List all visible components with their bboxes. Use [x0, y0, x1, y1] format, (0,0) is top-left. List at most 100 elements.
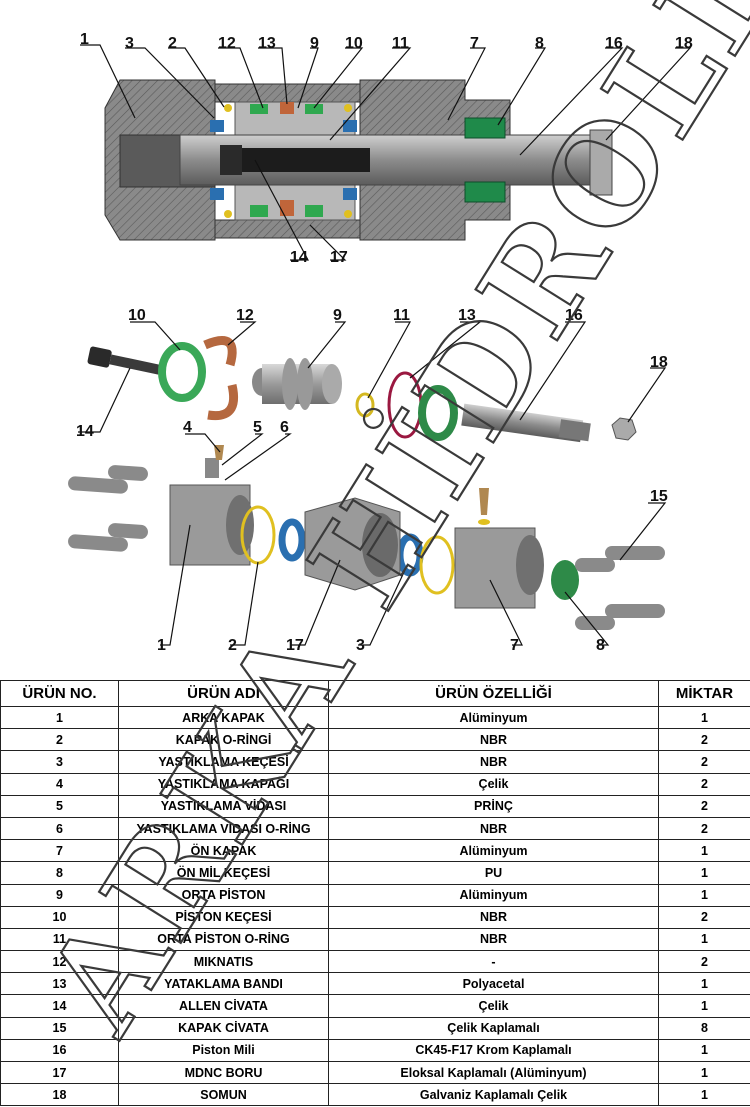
cell-quantity: 2 [658, 905, 750, 929]
cell-product-name: ARKA KAPAK [118, 705, 329, 730]
callout-1: 1 [157, 637, 166, 654]
callout-8: 8 [596, 637, 605, 654]
cell-product-spec: Çelik [328, 772, 659, 796]
section-view [104, 79, 613, 241]
callout-10: 10 [128, 307, 146, 324]
callout-6: 6 [280, 419, 289, 436]
cell-quantity: 1 [658, 839, 750, 863]
cell-product-spec: Alüminyum [328, 839, 659, 863]
header-product-name: ÜRÜN ADI [118, 680, 329, 707]
table-header-row: ÜRÜN NO. ÜRÜN ADI ÜRÜN ÖZELLİĞİ MİKTAR [0, 680, 750, 707]
callout-14: 14 [76, 423, 94, 440]
cell-product-no: 3 [0, 750, 119, 774]
exploded-callouts: 10 12 9 11 13 16 18 14 4 5 6 15 1 2 17 3… [76, 307, 668, 654]
cell-quantity: 1 [658, 1060, 750, 1085]
callout-1: 1 [80, 31, 89, 48]
cell-product-spec: Galvaniz Kaplamalı Çelik [328, 1083, 659, 1107]
cylinder-drawings: 1 3 2 12 13 9 10 11 7 8 16 18 14 1 7 [68, 31, 693, 654]
callout-13: 13 [458, 307, 476, 324]
callout-18: 18 [675, 35, 693, 52]
callout-2: 2 [228, 637, 237, 654]
cell-product-no: 7 [0, 839, 119, 863]
callout-18: 18 [650, 354, 668, 371]
callout-8: 8 [535, 35, 544, 52]
cell-product-name: MIKNATIS [118, 950, 329, 974]
cell-product-spec: - [328, 950, 659, 974]
cell-quantity: 2 [658, 772, 750, 796]
cell-product-name: KAPAK CİVATA [118, 1016, 329, 1040]
cell-product-spec: NBR [328, 905, 659, 929]
allen-bolt [87, 346, 161, 375]
cell-product-spec: NBR [328, 816, 659, 841]
callout-10: 10 [345, 35, 363, 52]
callout-11: 11 [392, 35, 409, 52]
cell-product-no: 8 [0, 861, 119, 885]
center-piston [252, 358, 342, 410]
cell-quantity: 1 [658, 861, 750, 885]
callout-7: 7 [510, 637, 519, 654]
cell-product-spec: PRİNÇ [328, 794, 659, 818]
callout-9: 9 [310, 35, 319, 52]
cell-product-no: 9 [0, 883, 119, 907]
cell-quantity: 2 [658, 750, 750, 774]
callout-16: 16 [605, 35, 623, 52]
cell-product-no: 17 [0, 1060, 119, 1085]
section-leaders [80, 44, 692, 261]
cell-product-name: YASTIKLAMA KEÇESİ [118, 750, 329, 774]
callout-12: 12 [236, 307, 254, 324]
cell-product-spec: Çelik Kaplamalı [328, 1016, 659, 1040]
cell-product-name: ORTA PİSTON [118, 883, 329, 907]
exploded-leaders [78, 321, 667, 646]
cell-product-name: YASTIKLAMA KAPAĞI [118, 772, 329, 796]
cell-quantity: 1 [658, 972, 750, 996]
cell-product-no: 16 [0, 1038, 119, 1063]
piston-rod [461, 403, 591, 443]
cell-product-name: YASTIKLAMA VİDASI [118, 794, 329, 818]
cell-product-no: 11 [0, 927, 119, 952]
cell-quantity: 8 [658, 1016, 750, 1040]
cell-product-name: ÖN MİL KEÇESİ [118, 861, 329, 885]
cell-product-no: 18 [0, 1083, 119, 1107]
cell-quantity: 2 [658, 950, 750, 974]
cell-product-spec: Polyacetal [328, 972, 659, 996]
callout-7: 7 [470, 35, 479, 52]
cell-product-no: 1 [0, 705, 119, 730]
cell-product-name: ORTA PİSTON O-RİNG [118, 927, 329, 952]
cell-product-name: YATAKLAMA BANDI [118, 972, 329, 996]
cell-product-name: PİSTON KEÇESİ [118, 905, 329, 929]
callout-12: 12 [218, 35, 236, 52]
cell-product-no: 14 [0, 994, 119, 1018]
cell-product-spec: Alüminyum [328, 883, 659, 907]
rear-cap [169, 458, 254, 566]
barrel [304, 497, 401, 591]
cell-quantity: 2 [658, 728, 750, 752]
callout-4: 4 [183, 419, 192, 436]
cell-product-spec: NBR [328, 728, 659, 752]
cell-quantity: 1 [658, 1083, 750, 1107]
cell-quantity: 2 [658, 816, 750, 841]
cell-product-name: ÖN KAPAK [118, 839, 329, 863]
cell-quantity: 1 [658, 1038, 750, 1063]
cell-product-name: ALLEN CİVATA [118, 994, 329, 1018]
callout-3: 3 [125, 35, 134, 52]
parts-table: ÜRÜN NO. ÜRÜN ADI ÜRÜN ÖZELLİĞİ MİKTAR 1… [0, 680, 750, 1107]
cover-bolts-right [575, 546, 665, 630]
header-product-spec: ÜRÜN ÖZELLİĞİ [328, 680, 659, 707]
callout-9: 9 [333, 307, 342, 324]
cell-product-name: YASTIKLAMA VİDASI O-RİNG [118, 816, 329, 841]
cell-product-name: Piston Mili [118, 1038, 329, 1063]
cell-product-spec: NBR [328, 927, 659, 952]
cell-product-no: 5 [0, 794, 119, 818]
